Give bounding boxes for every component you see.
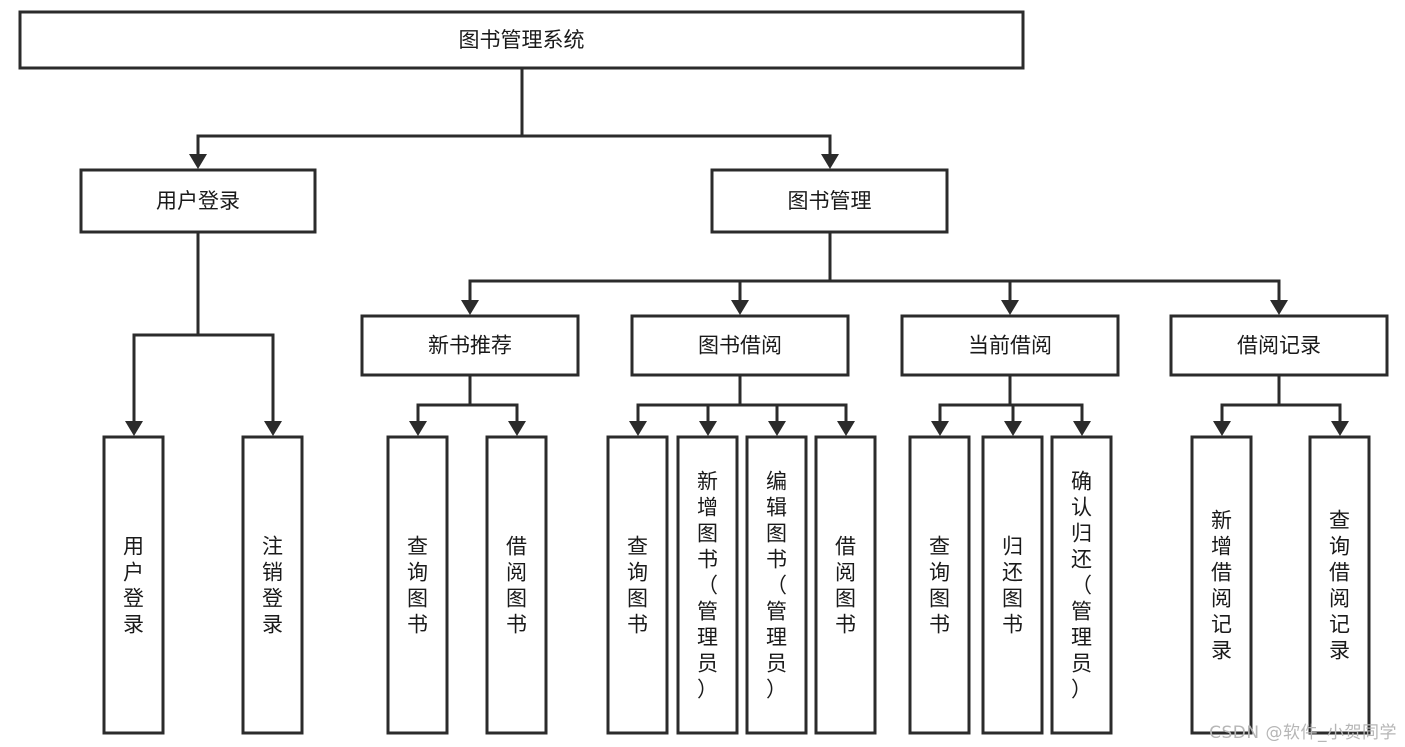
node-leaf-user-logout[interactable]: 注销登录 bbox=[241, 435, 304, 735]
node-box-leaf-borrow-add[interactable] bbox=[676, 435, 739, 735]
arrow-head-icon bbox=[1270, 300, 1288, 315]
connector-records-to-leaf-record-query bbox=[1277, 375, 1349, 436]
arrow-head-icon bbox=[264, 421, 282, 436]
arrow-head-icon bbox=[189, 154, 207, 169]
connector-newbook-to-leaf-new-borrow bbox=[468, 375, 526, 436]
node-label-leaf-current-return: 归还图书 bbox=[1002, 534, 1023, 636]
node-box-leaf-borrow-do[interactable] bbox=[814, 435, 877, 735]
node-label-root: 图书管理系统 bbox=[459, 28, 585, 52]
connector-records-to-leaf-record-add bbox=[1213, 375, 1281, 436]
connector-newbook-to-leaf-new-query bbox=[409, 375, 472, 436]
arrow-head-icon bbox=[821, 154, 839, 169]
arrow-head-icon bbox=[931, 421, 949, 436]
node-newbook[interactable]: 新书推荐 bbox=[360, 314, 580, 377]
arrow-head-icon bbox=[508, 421, 526, 436]
node-label-borrow: 图书借阅 bbox=[698, 334, 782, 358]
node-box-leaf-new-borrow[interactable] bbox=[485, 435, 548, 735]
node-label-login: 用户登录 bbox=[156, 189, 240, 213]
node-login[interactable]: 用户登录 bbox=[79, 168, 317, 234]
connector-login-to-leaf-user-logout bbox=[196, 232, 282, 436]
arrow-head-icon bbox=[1213, 421, 1231, 436]
node-label-leaf-record-add: 新增借阅记录 bbox=[1211, 508, 1232, 662]
connector-bookmgmt-to-records bbox=[828, 232, 1288, 315]
node-box-current[interactable] bbox=[900, 314, 1120, 377]
node-label-bookmgmt: 图书管理 bbox=[788, 189, 872, 213]
connector-current-to-leaf-current-query bbox=[931, 375, 1012, 436]
node-leaf-record-query[interactable]: 查询借阅记录 bbox=[1308, 435, 1371, 735]
node-leaf-current-confirm[interactable]: 确认归还（管理员） bbox=[1050, 435, 1113, 735]
node-bookmgmt[interactable]: 图书管理 bbox=[710, 168, 949, 234]
arrow-head-icon bbox=[409, 421, 427, 436]
node-label-leaf-borrow-do: 借阅图书 bbox=[835, 534, 856, 636]
node-borrow[interactable]: 图书借阅 bbox=[630, 314, 850, 377]
node-label-leaf-user-logout: 注销登录 bbox=[262, 534, 283, 636]
node-label-leaf-borrow-add: 新增图书（管理员） bbox=[697, 469, 718, 701]
node-box-bookmgmt[interactable] bbox=[710, 168, 949, 234]
node-box-leaf-current-query[interactable] bbox=[908, 435, 971, 735]
node-label-records: 借阅记录 bbox=[1237, 334, 1321, 358]
arrow-head-icon bbox=[768, 421, 786, 436]
connector-login-to-leaf-user-login bbox=[125, 232, 200, 436]
node-box-leaf-borrow-query[interactable] bbox=[606, 435, 669, 735]
node-box-login[interactable] bbox=[79, 168, 317, 234]
node-box-borrow[interactable] bbox=[630, 314, 850, 377]
node-label-leaf-current-confirm: 确认归还（管理员） bbox=[1071, 469, 1092, 701]
node-box-leaf-user-login[interactable] bbox=[102, 435, 165, 735]
connector-bookmgmt-to-current bbox=[828, 232, 1019, 315]
node-box-leaf-current-confirm[interactable] bbox=[1050, 435, 1113, 735]
node-label-newbook: 新书推荐 bbox=[428, 334, 512, 358]
node-label-leaf-user-login: 用户登录 bbox=[123, 534, 144, 636]
arrow-head-icon bbox=[1331, 421, 1349, 436]
connector-root-to-bookmgmt bbox=[520, 68, 839, 169]
connector-root-to-login bbox=[189, 68, 524, 169]
connector-bookmgmt-to-newbook bbox=[461, 232, 832, 315]
arrow-head-icon bbox=[125, 421, 143, 436]
node-layer: 图书管理系统用户登录图书管理新书推荐图书借阅当前借阅借阅记录用户登录注销登录查询… bbox=[18, 10, 1389, 735]
node-leaf-borrow-query[interactable]: 查询图书 bbox=[606, 435, 669, 735]
node-label-leaf-borrow-query: 查询图书 bbox=[627, 534, 648, 636]
arrow-head-icon bbox=[1001, 300, 1019, 315]
arrow-head-icon bbox=[1004, 421, 1022, 436]
connector-layer bbox=[125, 68, 1349, 436]
arrow-head-icon bbox=[461, 300, 479, 315]
node-box-leaf-current-return[interactable] bbox=[981, 435, 1044, 735]
node-box-leaf-user-logout[interactable] bbox=[241, 435, 304, 735]
node-label-leaf-new-query: 查询图书 bbox=[407, 534, 428, 636]
node-leaf-user-login[interactable]: 用户登录 bbox=[102, 435, 165, 735]
connector-borrow-to-leaf-borrow-do bbox=[738, 375, 855, 436]
node-label-leaf-record-query: 查询借阅记录 bbox=[1329, 508, 1350, 662]
node-box-records[interactable] bbox=[1169, 314, 1389, 377]
node-leaf-borrow-edit[interactable]: 编辑图书（管理员） bbox=[745, 435, 808, 735]
node-leaf-current-query[interactable]: 查询图书 bbox=[908, 435, 971, 735]
connector-current-to-leaf-current-confirm bbox=[1008, 375, 1091, 436]
node-label-current: 当前借阅 bbox=[968, 334, 1052, 358]
arrow-head-icon bbox=[731, 300, 749, 315]
node-records[interactable]: 借阅记录 bbox=[1169, 314, 1389, 377]
node-box-leaf-record-query[interactable] bbox=[1308, 435, 1371, 735]
node-box-leaf-new-query[interactable] bbox=[386, 435, 449, 735]
node-box-newbook[interactable] bbox=[360, 314, 580, 377]
node-leaf-borrow-do[interactable]: 借阅图书 bbox=[814, 435, 877, 735]
node-leaf-new-borrow[interactable]: 借阅图书 bbox=[485, 435, 548, 735]
node-current[interactable]: 当前借阅 bbox=[900, 314, 1120, 377]
node-leaf-borrow-add[interactable]: 新增图书（管理员） bbox=[676, 435, 739, 735]
node-box-leaf-record-add[interactable] bbox=[1190, 435, 1253, 735]
node-box-leaf-borrow-edit[interactable] bbox=[745, 435, 808, 735]
node-root[interactable]: 图书管理系统 bbox=[18, 10, 1025, 70]
arrow-head-icon bbox=[837, 421, 855, 436]
node-leaf-record-add[interactable]: 新增借阅记录 bbox=[1190, 435, 1253, 735]
node-label-leaf-current-query: 查询图书 bbox=[929, 534, 950, 636]
node-leaf-new-query[interactable]: 查询图书 bbox=[386, 435, 449, 735]
arrow-head-icon bbox=[699, 421, 717, 436]
node-label-leaf-new-borrow: 借阅图书 bbox=[506, 534, 527, 636]
arrow-head-icon bbox=[629, 421, 647, 436]
connector-bookmgmt-to-borrow bbox=[731, 232, 832, 315]
node-label-leaf-borrow-edit: 编辑图书（管理员） bbox=[766, 469, 787, 701]
node-box-root[interactable] bbox=[18, 10, 1025, 70]
arrow-head-icon bbox=[1073, 421, 1091, 436]
node-leaf-current-return[interactable]: 归还图书 bbox=[981, 435, 1044, 735]
